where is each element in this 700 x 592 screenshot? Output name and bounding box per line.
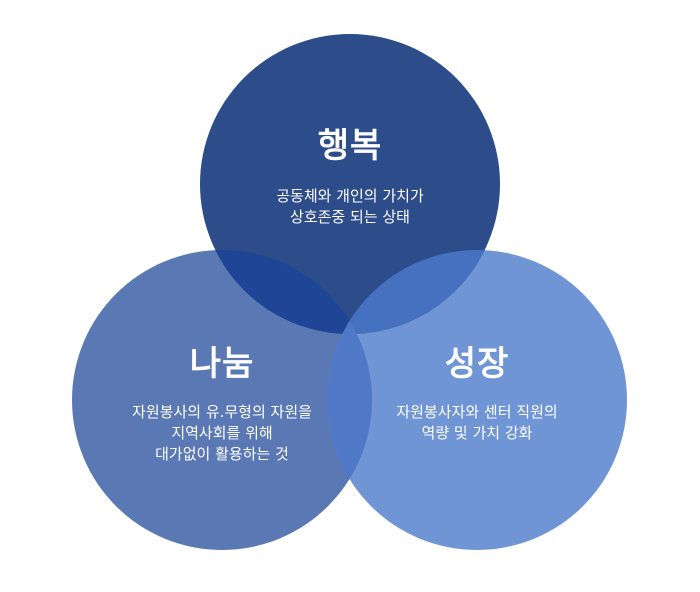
desc-line: 자원봉사의 유.무형의 자원을 <box>132 403 312 421</box>
desc-line: 지역사회를 위해 <box>171 424 273 442</box>
happiness-title: 행복 <box>317 126 383 166</box>
circle-growth <box>327 250 627 550</box>
circle-happiness <box>200 34 500 334</box>
desc-line: 공동체와 개인의 가치가 <box>276 187 424 205</box>
sharing-title: 나눔 <box>189 344 255 384</box>
growth-description: 자원봉사자와 센터 직원의 역량 및 가치 강화 <box>327 402 627 444</box>
growth-title: 성장 <box>444 344 510 384</box>
happiness-description: 공동체와 개인의 가치가 상호존중 되는 상태 <box>200 186 500 228</box>
desc-line: 대가없이 활용하는 것 <box>155 445 289 463</box>
circle-sharing <box>72 250 372 550</box>
desc-line: 역량 및 가치 강화 <box>421 424 533 442</box>
desc-line: 상호존중 되는 상태 <box>290 208 410 226</box>
sharing-description: 자원봉사의 유.무형의 자원을 지역사회를 위해 대가없이 활용하는 것 <box>72 402 372 465</box>
desc-line: 자원봉사자와 센터 직원의 <box>396 403 558 421</box>
